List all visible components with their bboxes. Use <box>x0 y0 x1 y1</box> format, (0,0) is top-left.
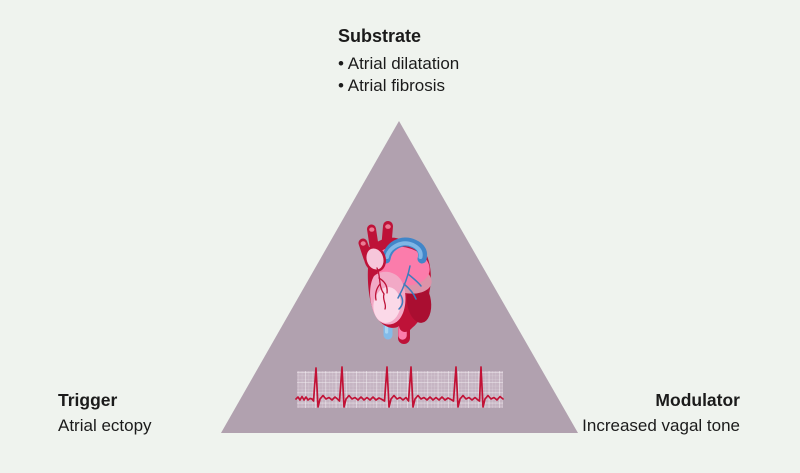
heart-veins <box>397 265 422 310</box>
modulator-label-block: Modulator Increased vagal tone <box>582 390 740 437</box>
heart-illustration-icon <box>358 221 432 344</box>
substrate-item-2: • Atrial fibrosis <box>338 75 446 95</box>
trigger-subtitle: Atrial ectopy <box>58 416 152 435</box>
heart-blue-arch <box>381 237 428 264</box>
trigger-label-block: Trigger Atrial ectopy <box>58 390 152 437</box>
ecg-waveform <box>295 366 504 408</box>
modulator-title: Modulator <box>655 390 740 410</box>
ecg-trace-icon <box>295 366 504 408</box>
substrate-title: Substrate <box>338 26 422 46</box>
trigger-title: Trigger <box>58 390 118 410</box>
ecg-grid <box>297 371 503 408</box>
substrate-item-1: • Atrial dilatation <box>338 54 460 73</box>
substrate-label-block: Substrate • Atrial dilatation • Atrial f… <box>338 26 459 96</box>
heart-auricle <box>363 245 387 273</box>
modulator-subtitle: Increased vagal tone <box>582 416 740 435</box>
heart-coronary-arteries <box>374 267 388 310</box>
